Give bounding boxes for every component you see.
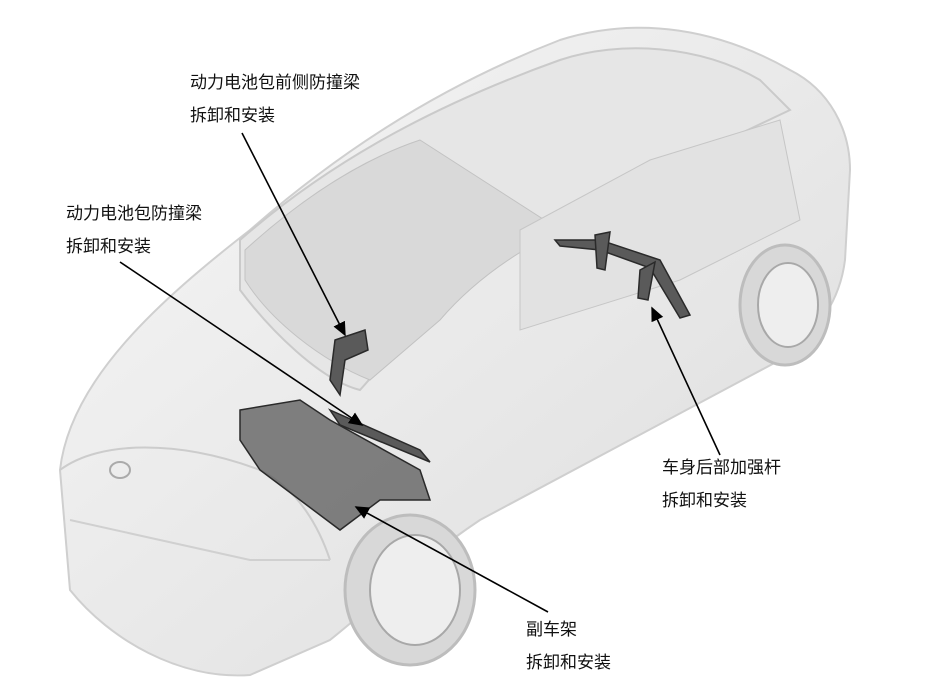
leader-line-battery-beam	[119, 261, 364, 426]
rear-brace-part	[553, 239, 692, 319]
callout-battery-beam: 动力电池包防撞梁 拆卸和安装	[66, 198, 202, 264]
rear-brace-part	[637, 260, 657, 301]
callout-subtitle: 拆卸和安装	[526, 653, 611, 673]
callout-title: 动力电池包防撞梁	[66, 204, 202, 224]
leader-line-front-beam	[241, 132, 346, 337]
callout-title: 车身后部加强杆	[662, 458, 781, 478]
subframe-part	[239, 399, 432, 531]
callout-subtitle: 拆卸和安装	[66, 237, 151, 257]
callout-title: 副车架	[526, 620, 577, 640]
callout-title: 动力电池包前侧防撞梁	[190, 73, 360, 93]
wheels	[343, 243, 832, 667]
leader-line-rear-brace	[651, 306, 721, 456]
callout-front-battery-beam: 动力电池包前侧防撞梁 拆卸和安装	[190, 67, 360, 133]
callout-rear-brace: 车身后部加强杆 拆卸和安装	[662, 452, 781, 518]
rear-brace-part	[594, 231, 611, 271]
callout-subtitle: 拆卸和安装	[662, 491, 747, 511]
front-battery-beam-part	[329, 329, 369, 398]
callout-subtitle: 拆卸和安装	[190, 106, 275, 126]
leader-lines	[119, 132, 721, 613]
leader-line-subframe	[354, 506, 549, 613]
callout-subframe: 副车架 拆卸和安装	[526, 614, 611, 680]
car-body	[58, 26, 852, 677]
